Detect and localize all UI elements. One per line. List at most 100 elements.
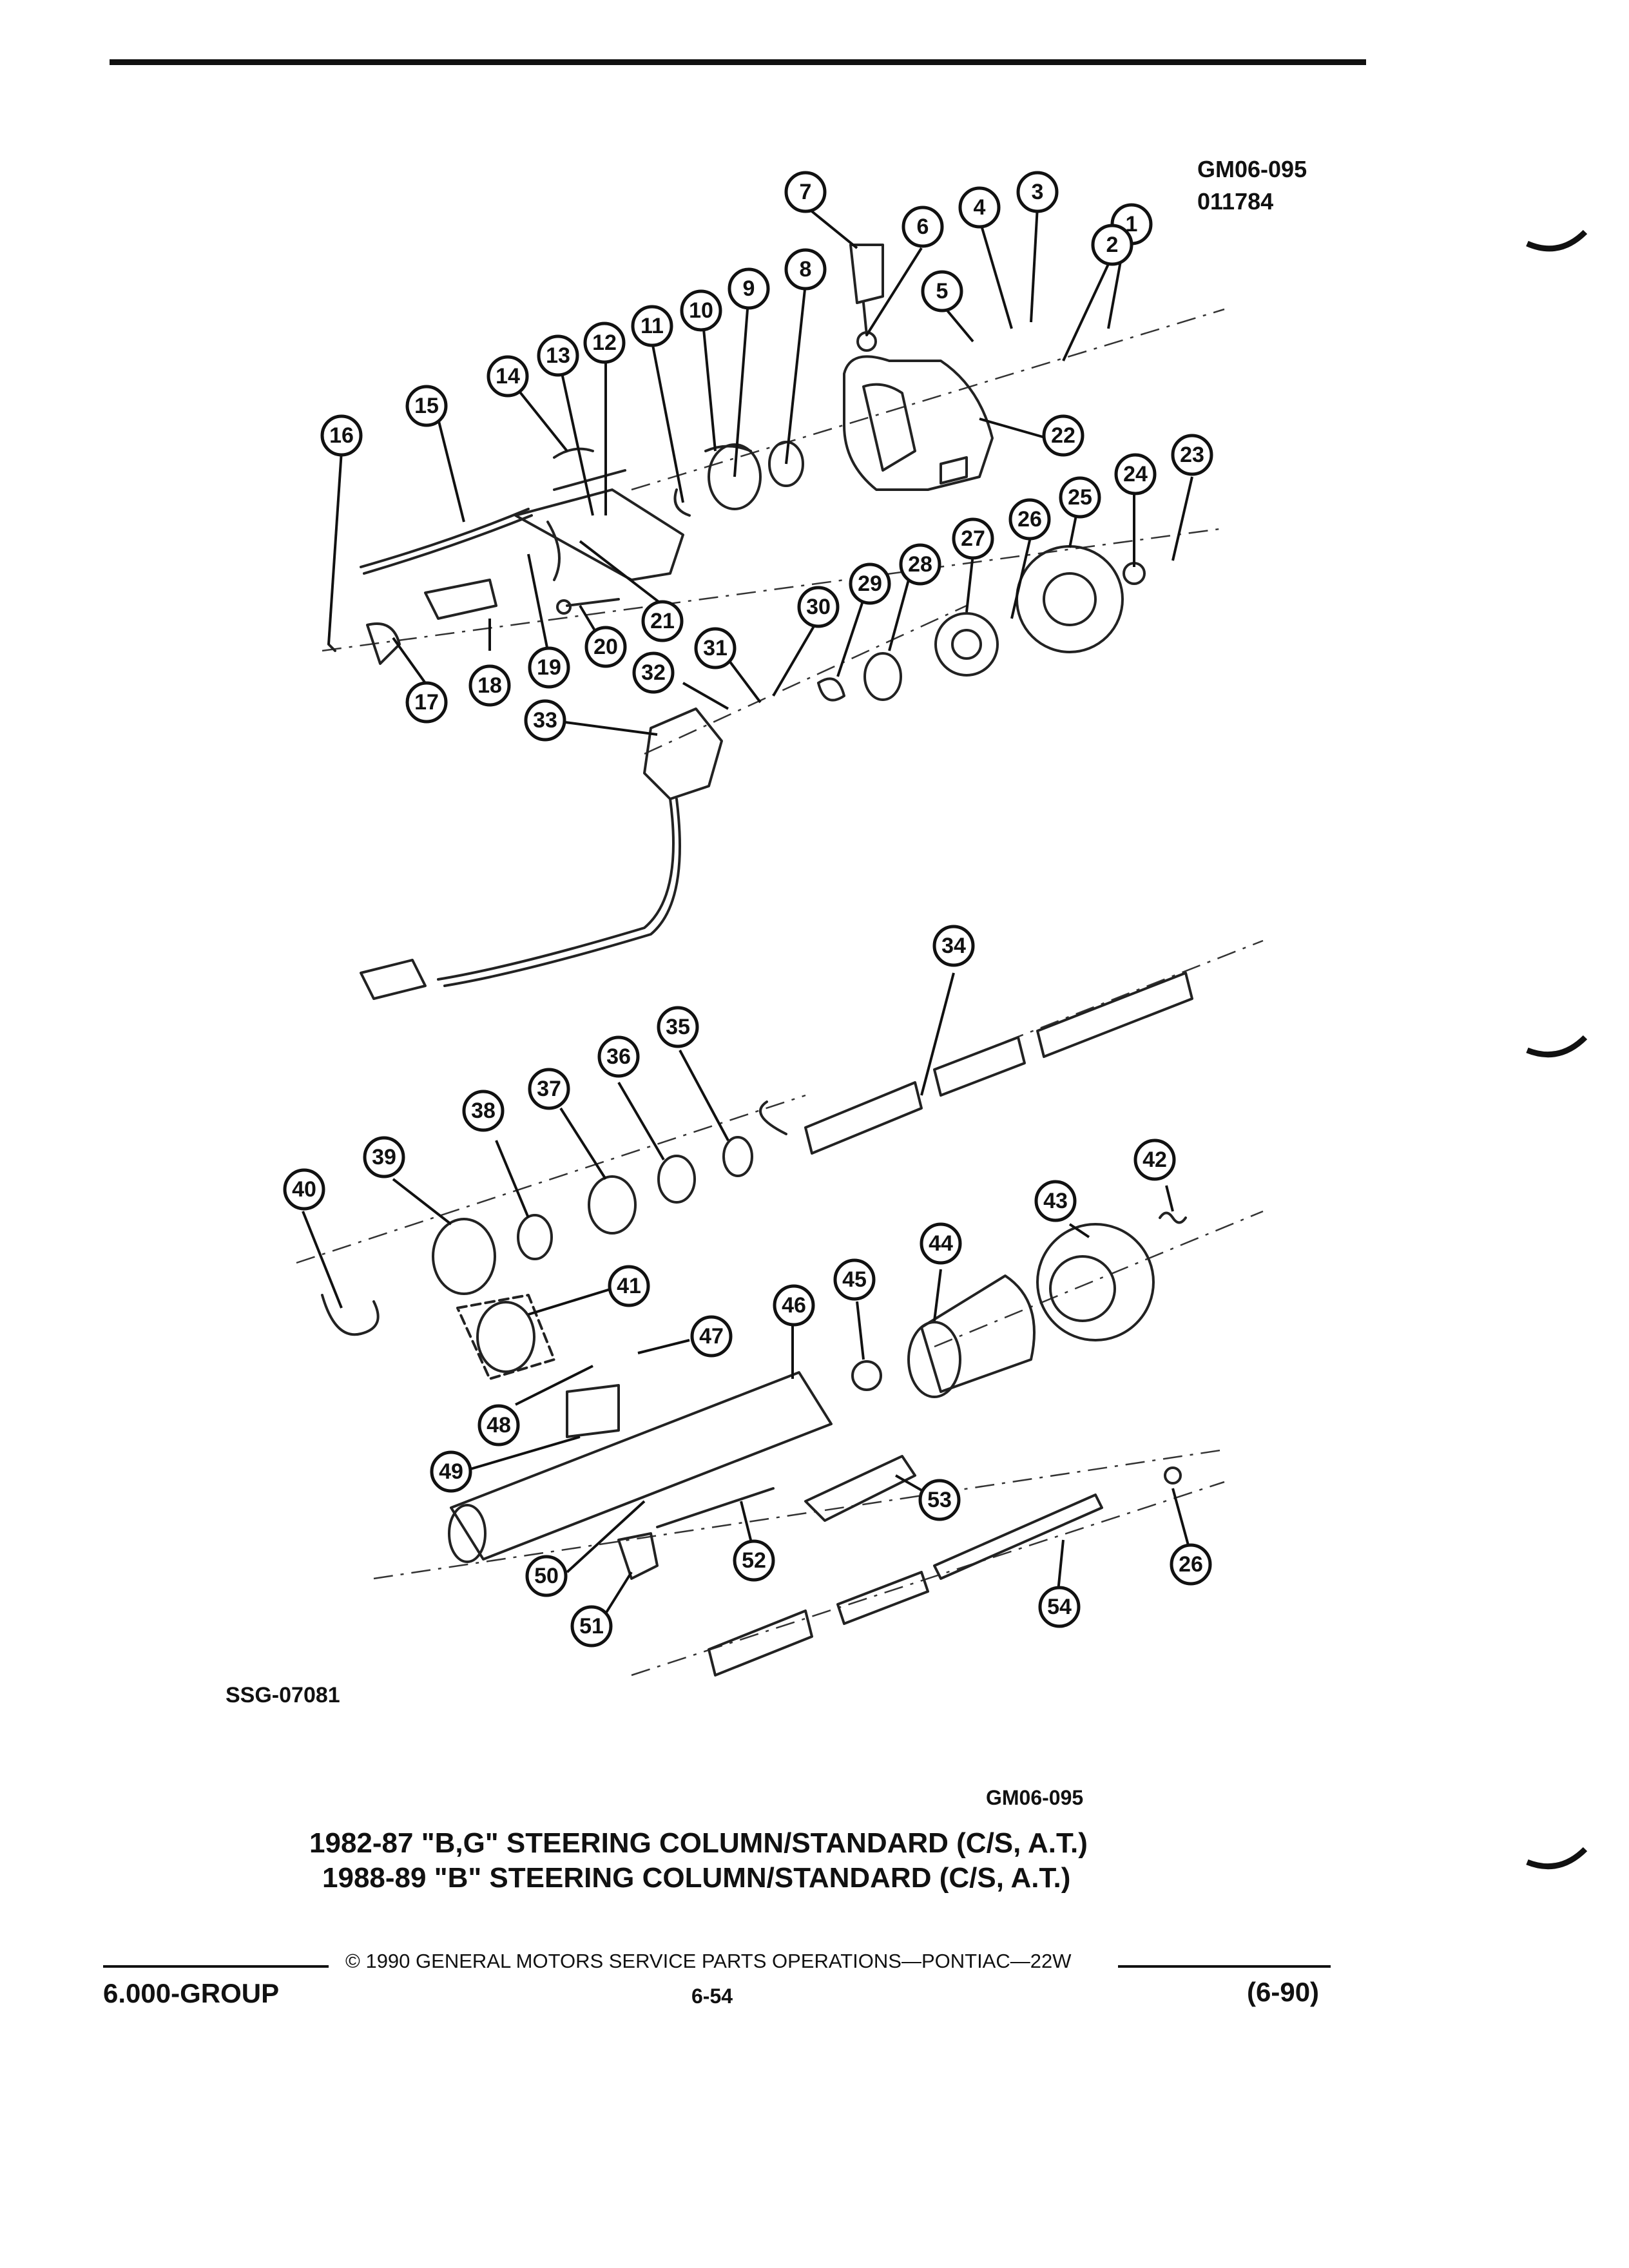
callout-39: 39: [363, 1136, 405, 1178]
caption-ref: GM06-095: [986, 1786, 1084, 1809]
part-26-ring-lower: [1164, 1466, 1182, 1485]
callout-51: 51: [570, 1605, 613, 1648]
callout-9: 9: [728, 267, 770, 310]
callout-21: 21: [641, 600, 684, 642]
callout-46: 46: [773, 1284, 815, 1327]
callout-31: 31: [694, 627, 737, 669]
caption-line-1: 1982-87 "B,G" STEERING COLUMN/STANDARD (…: [309, 1827, 1088, 1859]
footer-rule-left: [103, 1965, 329, 1968]
svg-text:21: 21: [650, 609, 675, 633]
callout-34: 34: [932, 925, 975, 967]
callout-52: 52: [733, 1539, 775, 1582]
binder-marks: [1526, 229, 1588, 1870]
part-52-rod: [656, 1487, 775, 1528]
callout-28: 28: [899, 543, 941, 586]
callout-53: 53: [918, 1479, 961, 1521]
callout-2: 2: [1091, 224, 1133, 266]
part-53-shield: [804, 1455, 916, 1522]
svg-text:24: 24: [1123, 462, 1148, 486]
assembly-centerlines: [296, 308, 1264, 1677]
callout-6: 6: [901, 206, 944, 248]
part-40-retaining-ring: [321, 1294, 380, 1336]
callout-54: 54: [1038, 1586, 1081, 1628]
footer-revision: (6-90): [1247, 1977, 1320, 2007]
callout-44: 44: [920, 1222, 962, 1265]
svg-text:37: 37: [537, 1077, 561, 1101]
svg-text:17: 17: [414, 690, 439, 715]
part-16-17-18-screws-and-clip: [327, 579, 497, 665]
callout-41: 41: [608, 1265, 650, 1307]
svg-text:6: 6: [917, 215, 929, 239]
part-7-switch: [849, 244, 884, 352]
svg-text:29: 29: [858, 572, 882, 596]
part-12-13-lever-assembly: [360, 469, 684, 581]
callout-30: 30: [797, 586, 840, 628]
callout-48: 48: [477, 1404, 520, 1446]
caption-line-2: 1988-89 "B" STEERING COLUMN/STANDARD (C/…: [322, 1862, 1071, 1894]
callout-47: 47: [690, 1315, 733, 1358]
header-date-code: 011784: [1197, 188, 1274, 215]
svg-text:28: 28: [908, 552, 932, 577]
svg-text:12: 12: [592, 331, 617, 355]
callout-7: 7: [784, 171, 827, 213]
svg-text:49: 49: [439, 1459, 463, 1484]
part-22-housing: [843, 355, 994, 491]
svg-text:27: 27: [961, 526, 985, 551]
callout-12: 12: [583, 322, 626, 364]
part-9-10-11-bearing-set: [673, 441, 804, 517]
svg-text:48: 48: [487, 1413, 511, 1437]
callout-32: 32: [632, 651, 675, 694]
svg-text:36: 36: [606, 1044, 631, 1069]
callout-17: 17: [405, 681, 448, 724]
svg-text:15: 15: [414, 394, 439, 418]
svg-text:18: 18: [477, 673, 502, 698]
callout-20: 20: [584, 626, 627, 668]
callout-43: 43: [1034, 1180, 1077, 1222]
svg-text:52: 52: [742, 1548, 766, 1573]
svg-text:23: 23: [1180, 443, 1204, 467]
svg-text:39: 39: [372, 1145, 396, 1169]
svg-text:13: 13: [546, 343, 570, 368]
svg-text:26: 26: [1017, 507, 1042, 532]
footer-copyright: © 1990 GENERAL MOTORS SERVICE PARTS OPER…: [345, 1950, 1072, 1972]
svg-text:11: 11: [641, 314, 664, 338]
svg-text:35: 35: [666, 1015, 690, 1039]
svg-text:30: 30: [806, 595, 831, 619]
svg-text:9: 9: [743, 276, 755, 301]
callout-23: 23: [1171, 434, 1213, 476]
svg-text:19: 19: [537, 655, 561, 680]
svg-text:3: 3: [1032, 180, 1044, 204]
part-51-actuator: [617, 1532, 659, 1580]
callout-27: 27: [952, 517, 994, 560]
callout-49: 49: [430, 1450, 472, 1493]
svg-text:43: 43: [1043, 1189, 1068, 1213]
footer-page-number: 6-54: [691, 1984, 733, 2008]
header-ref-code: GM06-095: [1197, 156, 1307, 182]
svg-text:41: 41: [617, 1274, 641, 1298]
part-35-to-39-bearings: [432, 1136, 753, 1295]
footer-group: 6.000-GROUP: [103, 1978, 280, 2008]
callout-40: 40: [283, 1168, 325, 1211]
svg-text:42: 42: [1142, 1148, 1167, 1172]
svg-text:32: 32: [641, 660, 666, 685]
callout-19: 19: [528, 646, 570, 689]
svg-text:7: 7: [800, 180, 812, 204]
callout-36: 36: [597, 1035, 640, 1078]
part-45-gear: [851, 1360, 882, 1391]
part-54-steering-shaft: [708, 1494, 1103, 1677]
part-28-29-hub-spring: [817, 652, 902, 702]
callout-35: 35: [657, 1006, 699, 1048]
svg-text:40: 40: [292, 1177, 316, 1202]
svg-text:2: 2: [1106, 233, 1119, 257]
svg-text:25: 25: [1068, 485, 1092, 510]
callout-4: 4: [958, 186, 1001, 229]
callout-22: 22: [1042, 414, 1084, 457]
callout-15: 15: [405, 385, 448, 427]
svg-text:45: 45: [842, 1267, 867, 1292]
callout-3: 3: [1016, 171, 1059, 213]
part-27-cancel-cam: [934, 612, 999, 677]
callout-24: 24: [1114, 453, 1157, 495]
top-rule: [110, 59, 1366, 65]
part-14-spring: [553, 447, 594, 459]
callout-11: 11: [631, 305, 673, 347]
